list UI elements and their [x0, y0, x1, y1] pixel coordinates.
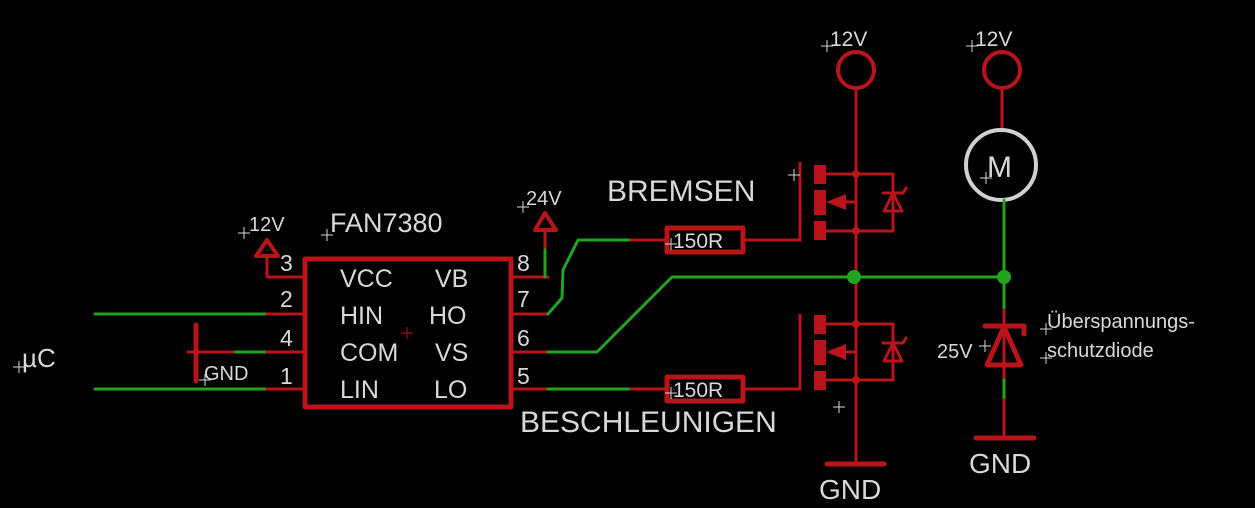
ic-name: FAN7380: [330, 208, 443, 238]
pin-name-hin: HIN: [340, 302, 383, 330]
resistor-top[interactable]: 150R: [629, 161, 802, 255]
resistor-bottom[interactable]: 150R: [629, 313, 802, 404]
ic-origin: [401, 327, 413, 339]
junction-motor: [997, 270, 1011, 284]
pin-name-vcc: VCC: [340, 265, 393, 293]
vb-supply-symbol: 24V: [517, 188, 562, 279]
zener-desc-line2: schutzdiode: [1047, 340, 1154, 362]
pin-num-5: 5: [517, 363, 530, 389]
mosfet-high-side[interactable]: [814, 88, 908, 279]
gnd-mosfet-label: GND: [819, 474, 881, 505]
gnd-zener-label: GND: [969, 448, 1031, 479]
mcu-text: µC: [22, 343, 56, 373]
input-nets: [93, 312, 305, 391]
label-beschleunigen: BESCHLEUNIGEN: [520, 401, 845, 439]
motor-label: M: [987, 151, 1012, 184]
pin-num-7: 7: [517, 286, 530, 312]
pin-num-4: 4: [280, 325, 293, 351]
supply-12v-mosfet: 12V: [821, 28, 876, 90]
pin-num-6: 6: [517, 325, 530, 351]
motor-circle: [964, 128, 1038, 202]
mosfet-low-side[interactable]: [814, 275, 908, 465]
gnd-symbol-mosfet: GND: [819, 461, 887, 505]
vcc-supply-label: 12V: [249, 214, 285, 236]
supply-12v-2-label: 12V: [975, 28, 1012, 51]
pin-num-2: 2: [280, 286, 293, 312]
beschleunigen-text: BESCHLEUNIGEN: [520, 406, 777, 439]
pin-num-1: 1: [280, 363, 293, 389]
junction-vs: [847, 270, 861, 284]
zener-desc-line1: Überspannungs-: [1047, 311, 1195, 333]
pin-name-ho: HO: [429, 302, 467, 330]
gnd-symbol-local: GND: [193, 322, 248, 386]
vb-supply-label: 24V: [526, 188, 562, 210]
mcu-label: µC: [13, 343, 56, 373]
net-ho[interactable]: [546, 238, 633, 316]
zener-value: 25V: [937, 341, 973, 363]
ic-fan7380[interactable]: FAN7380 3 2 4 1 VCC HIN COM LIN VB HO VS…: [280, 208, 550, 410]
vcc-supply-symbol: 12V: [238, 214, 305, 279]
label-bremsen: BREMSEN: [607, 169, 800, 208]
pin-name-com: COM: [340, 339, 398, 367]
bremsen-text: BREMSEN: [607, 175, 755, 208]
ic-body: [302, 256, 514, 410]
net-vs[interactable]: [546, 275, 1006, 354]
gnd-local-label: GND: [204, 363, 248, 385]
supply-12v-motor: 12V: [966, 28, 1022, 130]
pin-name-vb: VB: [435, 265, 468, 293]
zener-diode[interactable]: 25V Überspannungs- schutzdiode: [937, 308, 1195, 439]
pin-name-lo: LO: [434, 376, 467, 404]
supply-12v-1-label: 12V: [830, 28, 867, 51]
gnd-symbol-zener: GND: [969, 435, 1037, 479]
pin-name-lin: LIN: [340, 376, 379, 404]
pin-num-3: 3: [280, 250, 293, 276]
resistor-bottom-value: 150R: [673, 379, 723, 402]
pin-num-8: 8: [517, 250, 530, 276]
pin-name-vs: VS: [435, 339, 468, 367]
motor[interactable]: M: [964, 128, 1038, 312]
resistor-top-value: 150R: [673, 230, 723, 253]
